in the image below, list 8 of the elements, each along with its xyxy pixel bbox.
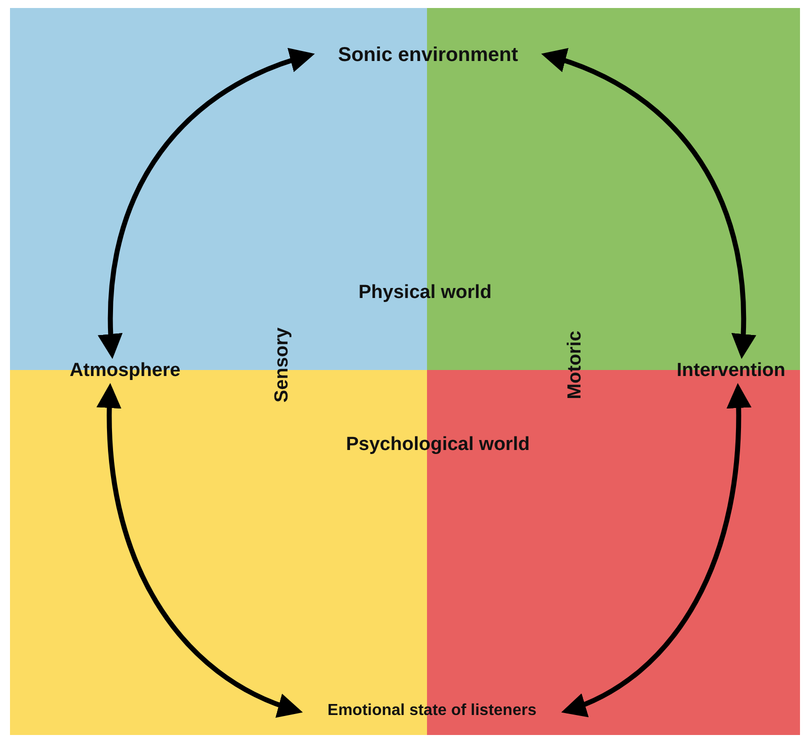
axis-label: Sensory [271,328,293,402]
axis-label: Motoric [564,330,586,400]
curved-double-arrow [98,49,315,359]
curved-double-arrow [97,383,303,716]
curved-double-arrow [561,383,751,716]
region-label: Psychological world [346,434,530,456]
curved-double-arrow [541,49,756,359]
node-label: Intervention [660,358,802,384]
